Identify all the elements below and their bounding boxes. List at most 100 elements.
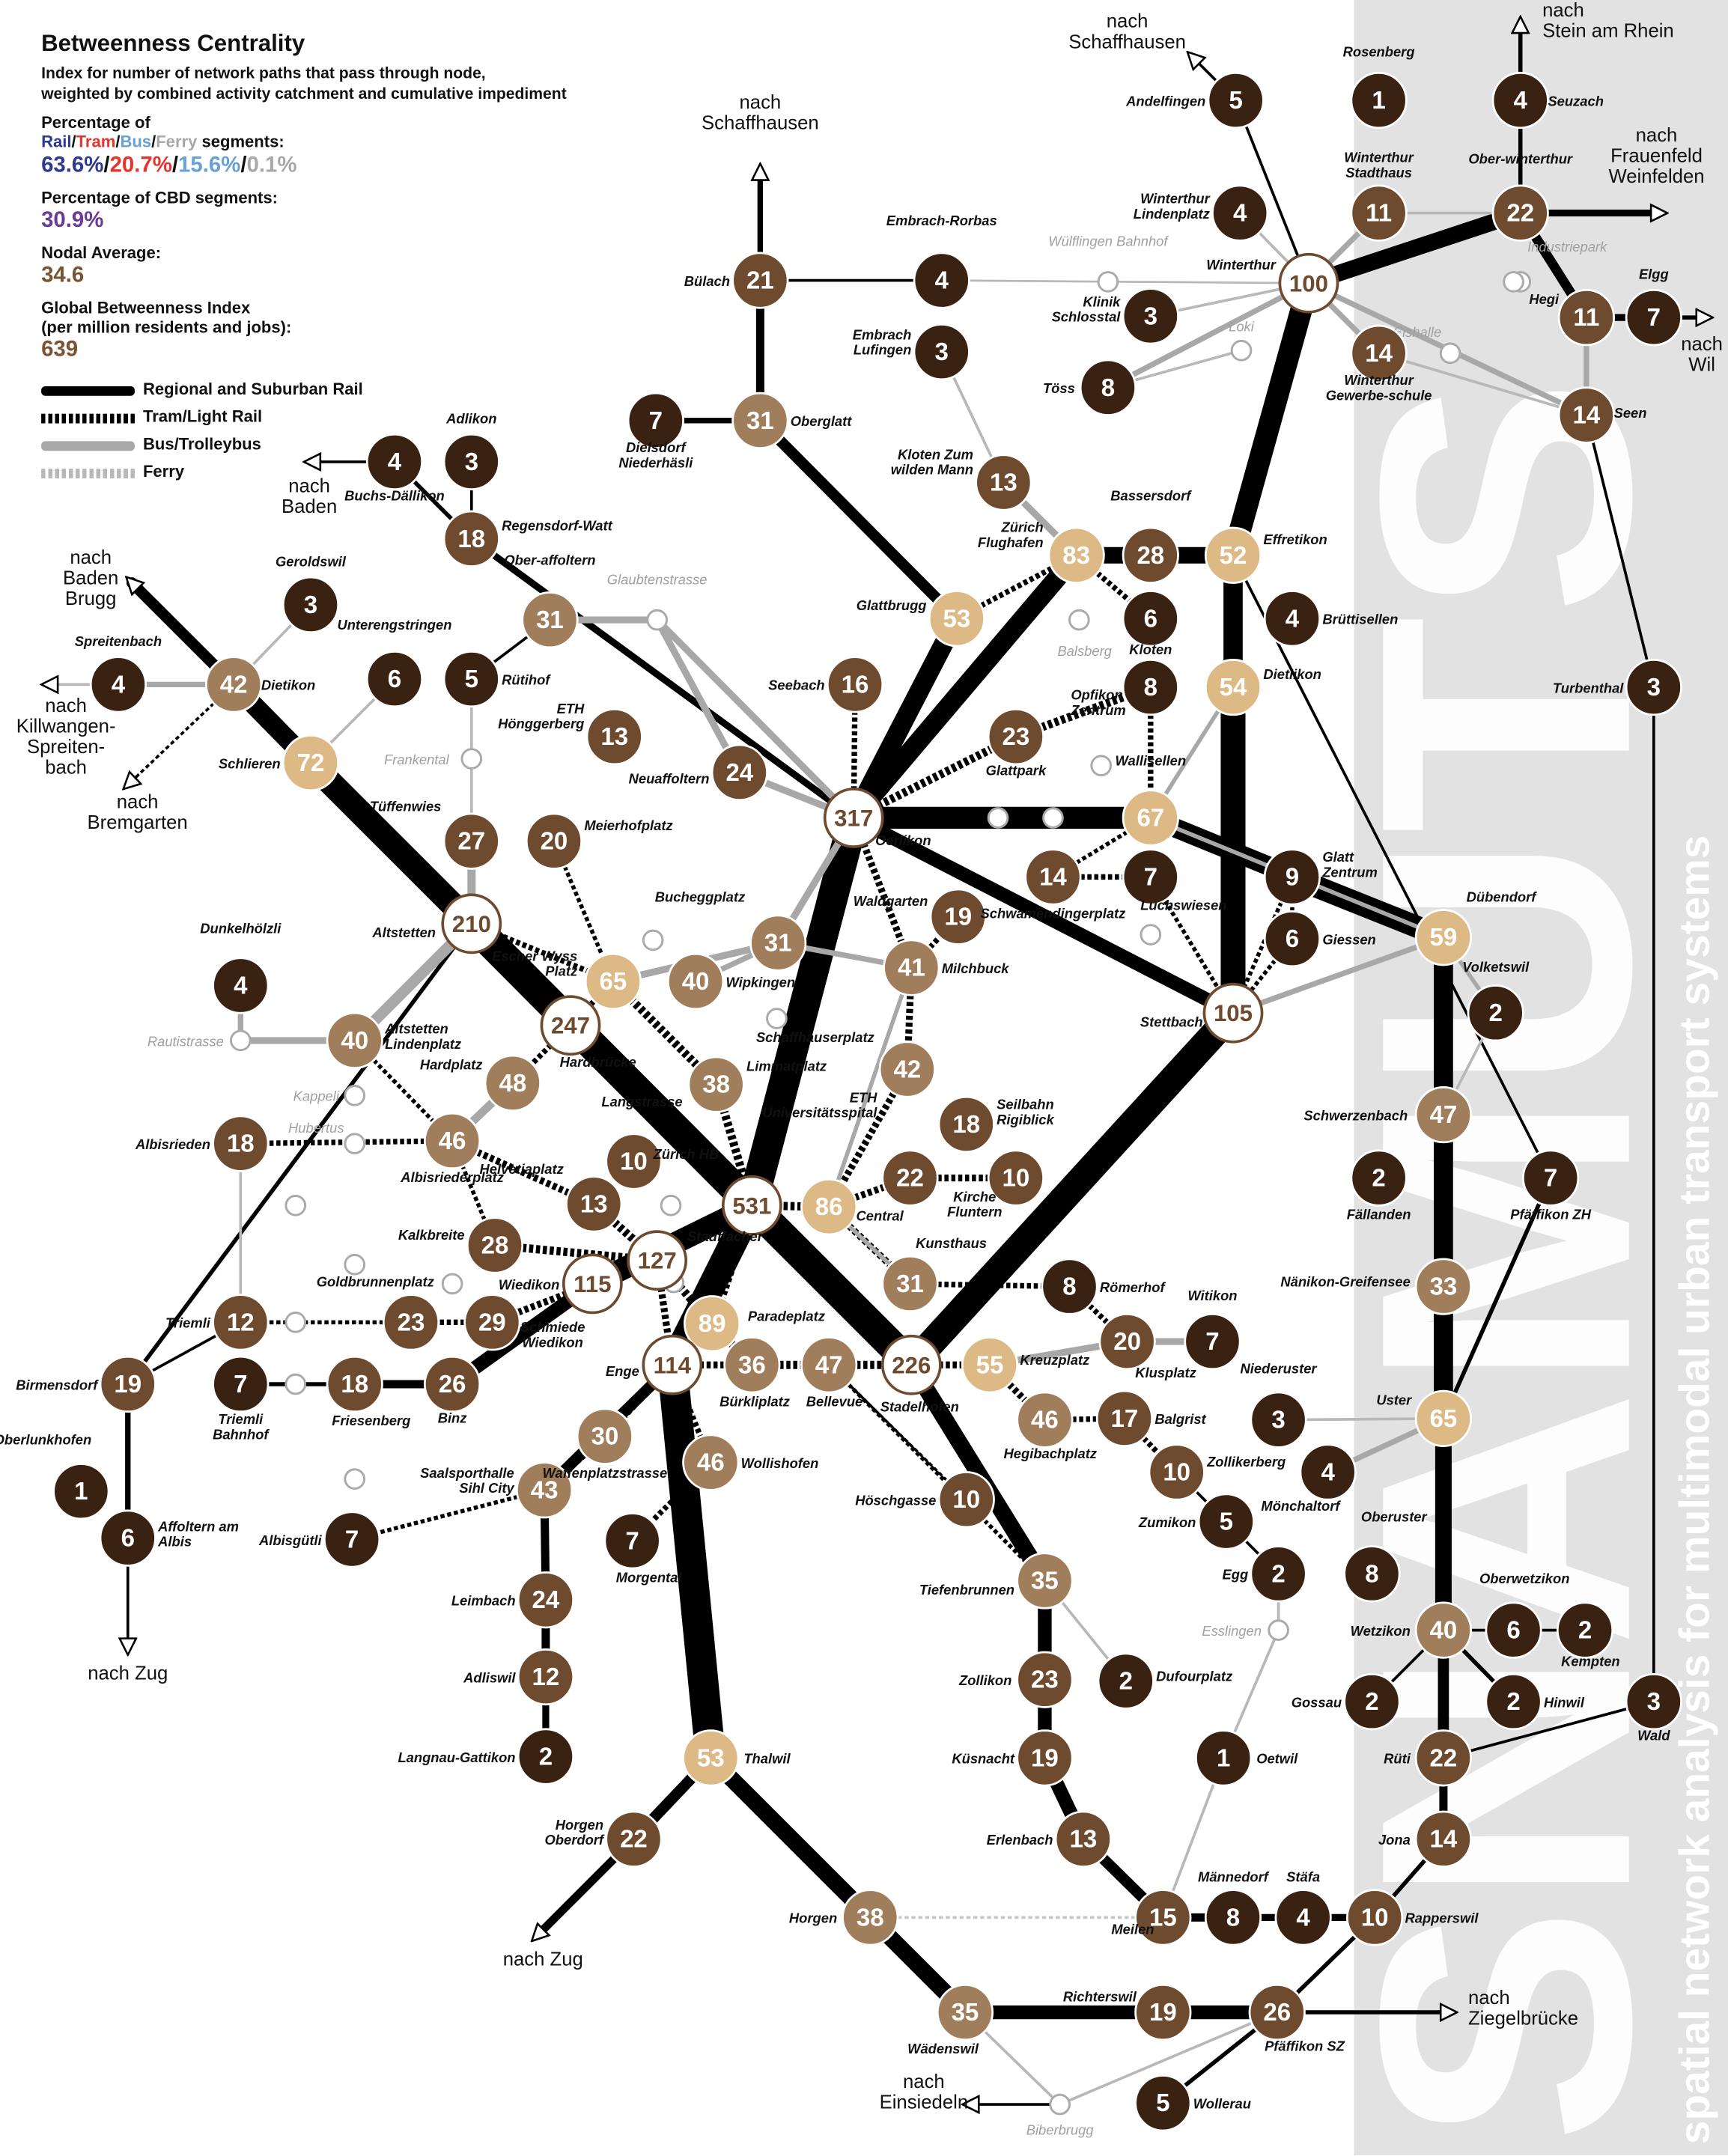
node-triemli-bahnhof[interactable]: 7 [213,1356,268,1411]
node-nanikon-greifensee[interactable]: 33 [1416,1259,1470,1314]
node-kreuzplatz[interactable]: 55 [962,1338,1017,1392]
node-glattbrugg[interactable]: 53 [929,591,984,646]
node-rutihof[interactable]: 5 [444,651,499,706]
node-regensdorf-watt[interactable]: 18 [444,511,499,566]
node-adlikon[interactable]: 3 [444,434,499,489]
node-balgrist[interactable]: 17 [1097,1391,1152,1446]
node-enge[interactable]: 114 [643,1336,701,1394]
node-glatt-zentrum[interactable]: 9 [1265,850,1319,904]
node-witikon[interactable]: 7 [1185,1314,1240,1368]
node-klinik-schlosstal[interactable]: 3 [1123,289,1178,344]
node-kalkbreite[interactable]: 28 [467,1218,522,1273]
node-embrach-rorbas[interactable]: 4 [914,253,969,308]
node-opfikon-zentrum[interactable]: 8 [1123,660,1178,714]
node-volketswil[interactable]: 2 [1468,985,1523,1040]
node-glattpark[interactable]: 23 [988,709,1043,764]
node-oberglatt[interactable]: 31 [733,393,788,448]
node-hegi[interactable]: 11 [1559,290,1613,344]
node-seebach[interactable]: 16 [827,657,882,712]
node-ruti[interactable]: 22 [1416,1731,1470,1785]
node-zurich-flughafen[interactable]: 83 [1049,528,1104,582]
node-wipkingen[interactable]: 40 [668,954,722,1008]
node-kloten-zum-wilden-mann[interactable]: 13 [976,455,1031,510]
node-pfaffikon-sz[interactable]: 26 [1250,1985,1304,2039]
node-oetwil[interactable]: 1 [1196,1731,1250,1785]
node-winterthur-lindenplatz[interactable]: 4 [1212,186,1267,240]
node-stettbach[interactable]: 105 [1204,984,1262,1042]
node-schwerzenbach[interactable]: 47 [1416,1087,1470,1142]
node-bellevue[interactable]: 47 [801,1338,856,1392]
node-oerlikon[interactable]: 317 [825,789,883,847]
node-kempten[interactable]: 2 [1557,1603,1612,1657]
node-stafa[interactable]: 4 [1276,1890,1330,1945]
node-binz[interactable]: 26 [425,1356,479,1411]
node-adliswil[interactable]: 12 [518,1649,573,1704]
node-dunkelholzli[interactable]: 4 [213,958,268,1013]
node-seuzach[interactable]: 4 [1493,73,1548,127]
node-kusnacht[interactable]: 19 [1017,1731,1072,1785]
node-albisgutli[interactable]: 7 [324,1512,379,1567]
node-egg[interactable]: 2 [1251,1547,1306,1601]
node-bassersdorf[interactable]: 28 [1123,528,1178,582]
node-zollikon[interactable]: 23 [1017,1652,1072,1707]
node-wollerau[interactable]: 5 [1136,2076,1190,2131]
node-schlieren[interactable]: 72 [283,735,338,790]
node-helvetiaplatz[interactable]: 13 [566,1177,621,1231]
node-limmatplatz[interactable]: 38 [689,1057,743,1112]
node-hardplatz[interactable]: 48 [485,1056,540,1110]
node-richterswil[interactable]: 19 [1136,1985,1190,2039]
node-kloten[interactable]: 6 [1123,591,1178,646]
node-affoltern-am-albis[interactable]: 6 [100,1511,155,1565]
node-horgen-oberdorf[interactable]: 22 [606,1812,661,1866]
node-tiefenbrunnen[interactable]: 35 [1017,1553,1072,1608]
node-niederuster[interactable]: 3 [1251,1392,1306,1447]
node-ober-affoltern[interactable]: 31 [523,592,577,647]
node-tuffenwies[interactable]: 27 [444,814,499,868]
node-burkliplatz[interactable]: 36 [725,1338,779,1392]
node-bulach[interactable]: 21 [733,253,788,308]
node-elgg[interactable]: 7 [1626,290,1681,344]
node-bucheggplatz[interactable]: 31 [751,916,806,970]
node-geroldswil[interactable]: 3 [283,577,338,632]
node-wallisellen[interactable]: 67 [1123,791,1178,845]
node-waffenplatzstrasse[interactable]: 30 [577,1409,632,1464]
node-turbenthal[interactable]: 3 [1626,660,1681,714]
node-rapperswil[interactable]: 10 [1347,1890,1402,1945]
node-meierhofplatz[interactable]: 20 [526,814,581,868]
node-winterthur[interactable]: 100 [1280,255,1337,312]
node-altstetten-lindenplatz[interactable]: 40 [327,1013,382,1068]
node-albisrieden[interactable]: 18 [213,1116,268,1171]
node-kunsthaus[interactable]: 31 [883,1256,937,1311]
node-romerhof[interactable]: 8 [1042,1259,1097,1314]
node-langnau-gattikon[interactable]: 2 [518,1729,573,1784]
node-eth-universitatsspital[interactable]: 22 [883,1151,937,1205]
node-hinwil[interactable]: 2 [1486,1674,1541,1729]
node-gossau[interactable]: 2 [1345,1674,1399,1729]
node-waldgarten[interactable]: 19 [931,889,985,944]
node-wollishofen[interactable]: 46 [684,1435,738,1490]
node-schmiede-wiedikon[interactable]: 29 [465,1295,520,1350]
node-pfaffikon-zh[interactable]: 7 [1523,1151,1578,1205]
node-giessen[interactable]: 6 [1265,911,1319,966]
node-dubendorf[interactable]: 59 [1416,910,1470,964]
node-jona[interactable]: 14 [1416,1812,1470,1866]
node-dufourplatz[interactable]: 2 [1098,1654,1153,1708]
node-oberuster[interactable]: 8 [1345,1547,1399,1601]
node-birmensdorf[interactable]: 19 [100,1356,155,1411]
node-neuaffoltern[interactable]: 24 [712,745,767,800]
node-wetzikon[interactable]: 40 [1416,1603,1470,1657]
node-horgen[interactable]: 38 [843,1890,898,1945]
node-leimbach[interactable]: 24 [518,1572,573,1627]
node-seen[interactable]: 14 [1559,388,1613,442]
node-effretikon[interactable]: 52 [1205,528,1260,582]
node-hoschgasse[interactable]: 10 [939,1472,994,1526]
node-luchswiesen[interactable]: 7 [1123,850,1178,904]
node-seilbahn-rigiblick[interactable]: 18 [939,1097,994,1151]
node-friesenberg[interactable]: 18 [327,1356,382,1411]
node-embrach-lufingen[interactable]: 3 [914,324,969,379]
node-erlenbach[interactable]: 13 [1056,1812,1110,1866]
node-bruttisellen[interactable]: 4 [1265,591,1319,646]
node-central[interactable]: 86 [801,1179,856,1234]
node-zurich-hb[interactable]: 531 [723,1177,781,1234]
node-toss[interactable]: 8 [1080,360,1135,415]
